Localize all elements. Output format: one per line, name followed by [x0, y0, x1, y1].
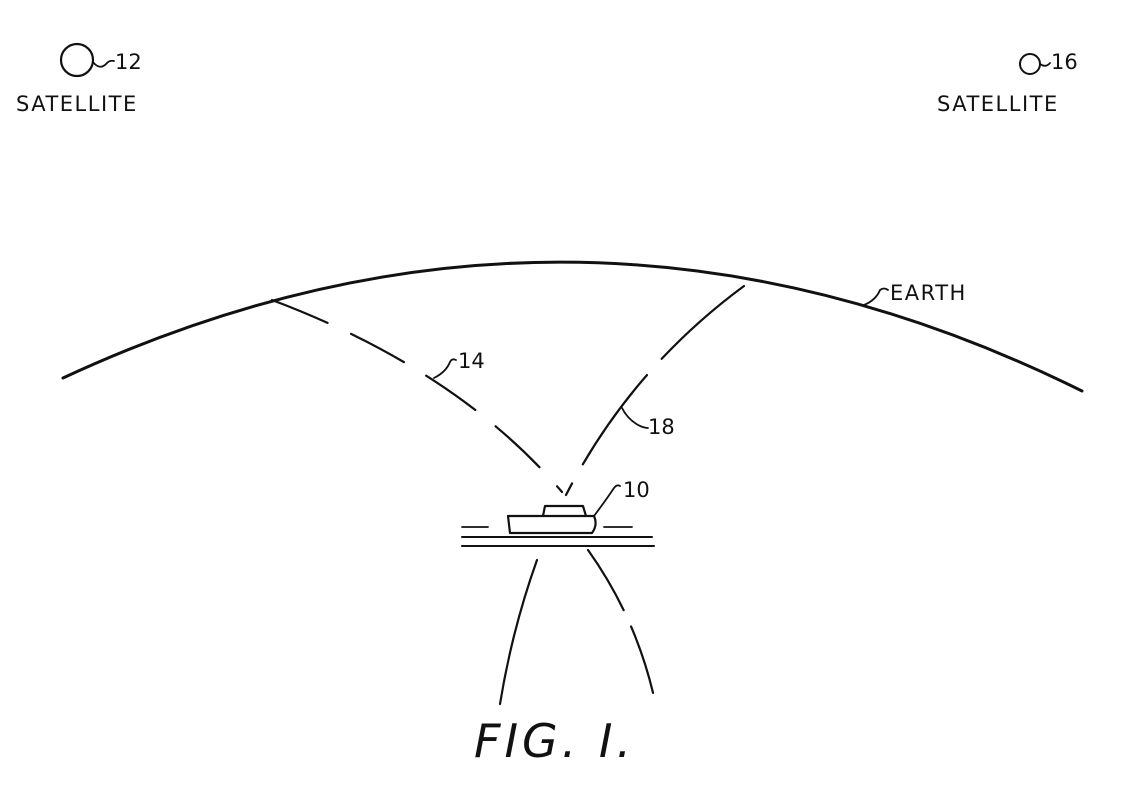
vessel: 10	[461, 478, 655, 547]
ref-number-14: 14	[458, 349, 485, 373]
signal-path-18	[564, 284, 746, 497]
ref-number-12: 12	[115, 50, 142, 74]
signal-path-14-continuation	[586, 548, 658, 708]
earth-horizon-curve	[61, 260, 1084, 393]
satellite-icon	[1019, 53, 1041, 75]
signal-path-14	[270, 298, 564, 494]
ref-number-10: 10	[623, 478, 650, 502]
satellite-left: 12 SATELLITE	[16, 42, 142, 116]
ship-hull	[506, 514, 597, 535]
leader-line	[433, 358, 457, 379]
ref-number-18: 18	[648, 415, 675, 439]
earth-leader-line	[863, 287, 889, 306]
ref-number-16: 16	[1051, 50, 1078, 74]
earth-label: EARTH	[890, 281, 967, 305]
leader-line	[621, 407, 649, 429]
ship-cabin	[541, 504, 588, 518]
figure-caption: FIG. I.	[474, 714, 635, 768]
leader-line	[593, 484, 621, 517]
leader-line	[92, 59, 115, 68]
satellite-left-label: SATELLITE	[16, 92, 138, 116]
leader-line	[1039, 62, 1051, 67]
signal-path-18-continuation	[498, 558, 539, 706]
satellite-right: 16 SATELLITE	[937, 50, 1078, 116]
satellite-right-label: SATELLITE	[937, 92, 1059, 116]
satellite-icon	[59, 42, 95, 78]
